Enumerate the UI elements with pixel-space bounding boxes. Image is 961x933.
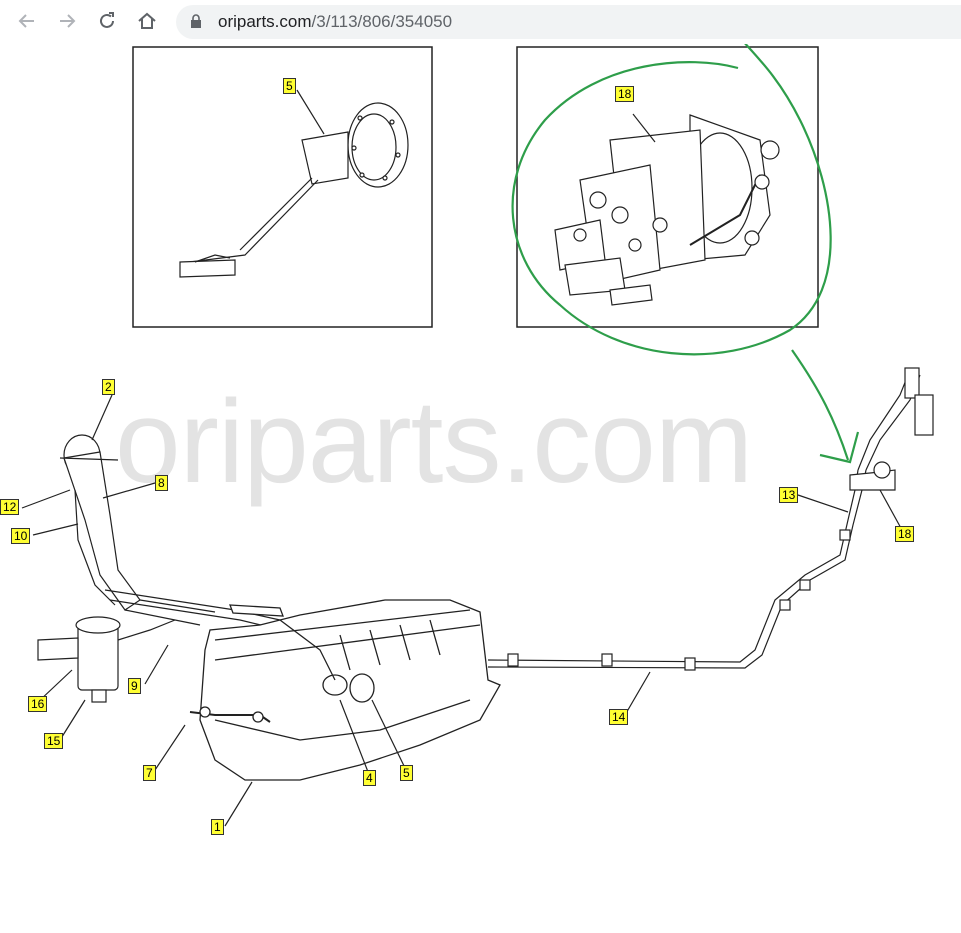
callout-4[interactable]: 4 xyxy=(363,770,376,786)
callout-5[interactable]: 5 xyxy=(400,765,413,781)
callout-12[interactable]: 12 xyxy=(0,499,20,515)
home-icon xyxy=(138,12,156,29)
callout-14[interactable]: 14 xyxy=(609,709,629,725)
address-bar[interactable]: oriparts.com/3/113/806/354050 xyxy=(176,5,961,39)
fuel-lines-drawing xyxy=(487,367,934,671)
page-content: oriparts.com xyxy=(0,44,961,933)
reload-icon xyxy=(100,12,114,28)
callout-9[interactable]: 9 xyxy=(128,678,141,694)
forward-arrow-icon xyxy=(60,14,76,28)
url-text: oriparts.com/3/113/806/354050 xyxy=(218,12,452,32)
inset-fuel-sender-frame xyxy=(132,46,433,328)
back-button[interactable] xyxy=(12,6,42,36)
green-annotation-arrowhead xyxy=(819,431,860,464)
home-button[interactable] xyxy=(132,6,162,36)
filler-neck-drawing xyxy=(59,434,291,633)
leader-lines xyxy=(21,394,903,827)
back-arrow-icon xyxy=(18,14,34,28)
fuel-level-sender-drawing xyxy=(179,89,409,278)
browser-toolbar: oriparts.com/3/113/806/354050 xyxy=(0,0,961,44)
callout-15[interactable]: 15 xyxy=(44,733,64,749)
url-path: /3/113/806/354050 xyxy=(311,12,453,31)
watermark: oriparts.com xyxy=(115,376,753,508)
reload-button[interactable] xyxy=(92,6,122,36)
fuel-tank-drawing xyxy=(189,599,501,781)
callout-18[interactable]: 18 xyxy=(895,526,915,542)
callout-13[interactable]: 13 xyxy=(779,487,799,503)
canister-drawing xyxy=(37,616,176,703)
pump-assembly-drawing xyxy=(554,113,780,306)
callout-7[interactable]: 7 xyxy=(143,765,156,781)
url-host: oriparts.com xyxy=(218,12,312,31)
callout-8[interactable]: 8 xyxy=(155,475,168,491)
green-annotation-circle xyxy=(511,44,832,356)
callout-1[interactable]: 1 xyxy=(211,819,224,835)
lock-icon xyxy=(191,14,201,28)
callout-5-inset[interactable]: 5 xyxy=(283,78,296,94)
forward-button[interactable] xyxy=(52,6,82,36)
callout-18-inset[interactable]: 18 xyxy=(615,86,635,102)
parts-diagram xyxy=(21,44,934,827)
callout-16[interactable]: 16 xyxy=(28,696,48,712)
green-annotation-arrow-line xyxy=(791,349,850,461)
callout-2[interactable]: 2 xyxy=(102,379,115,395)
callout-10[interactable]: 10 xyxy=(11,528,31,544)
inset-pump-frame xyxy=(516,46,819,328)
